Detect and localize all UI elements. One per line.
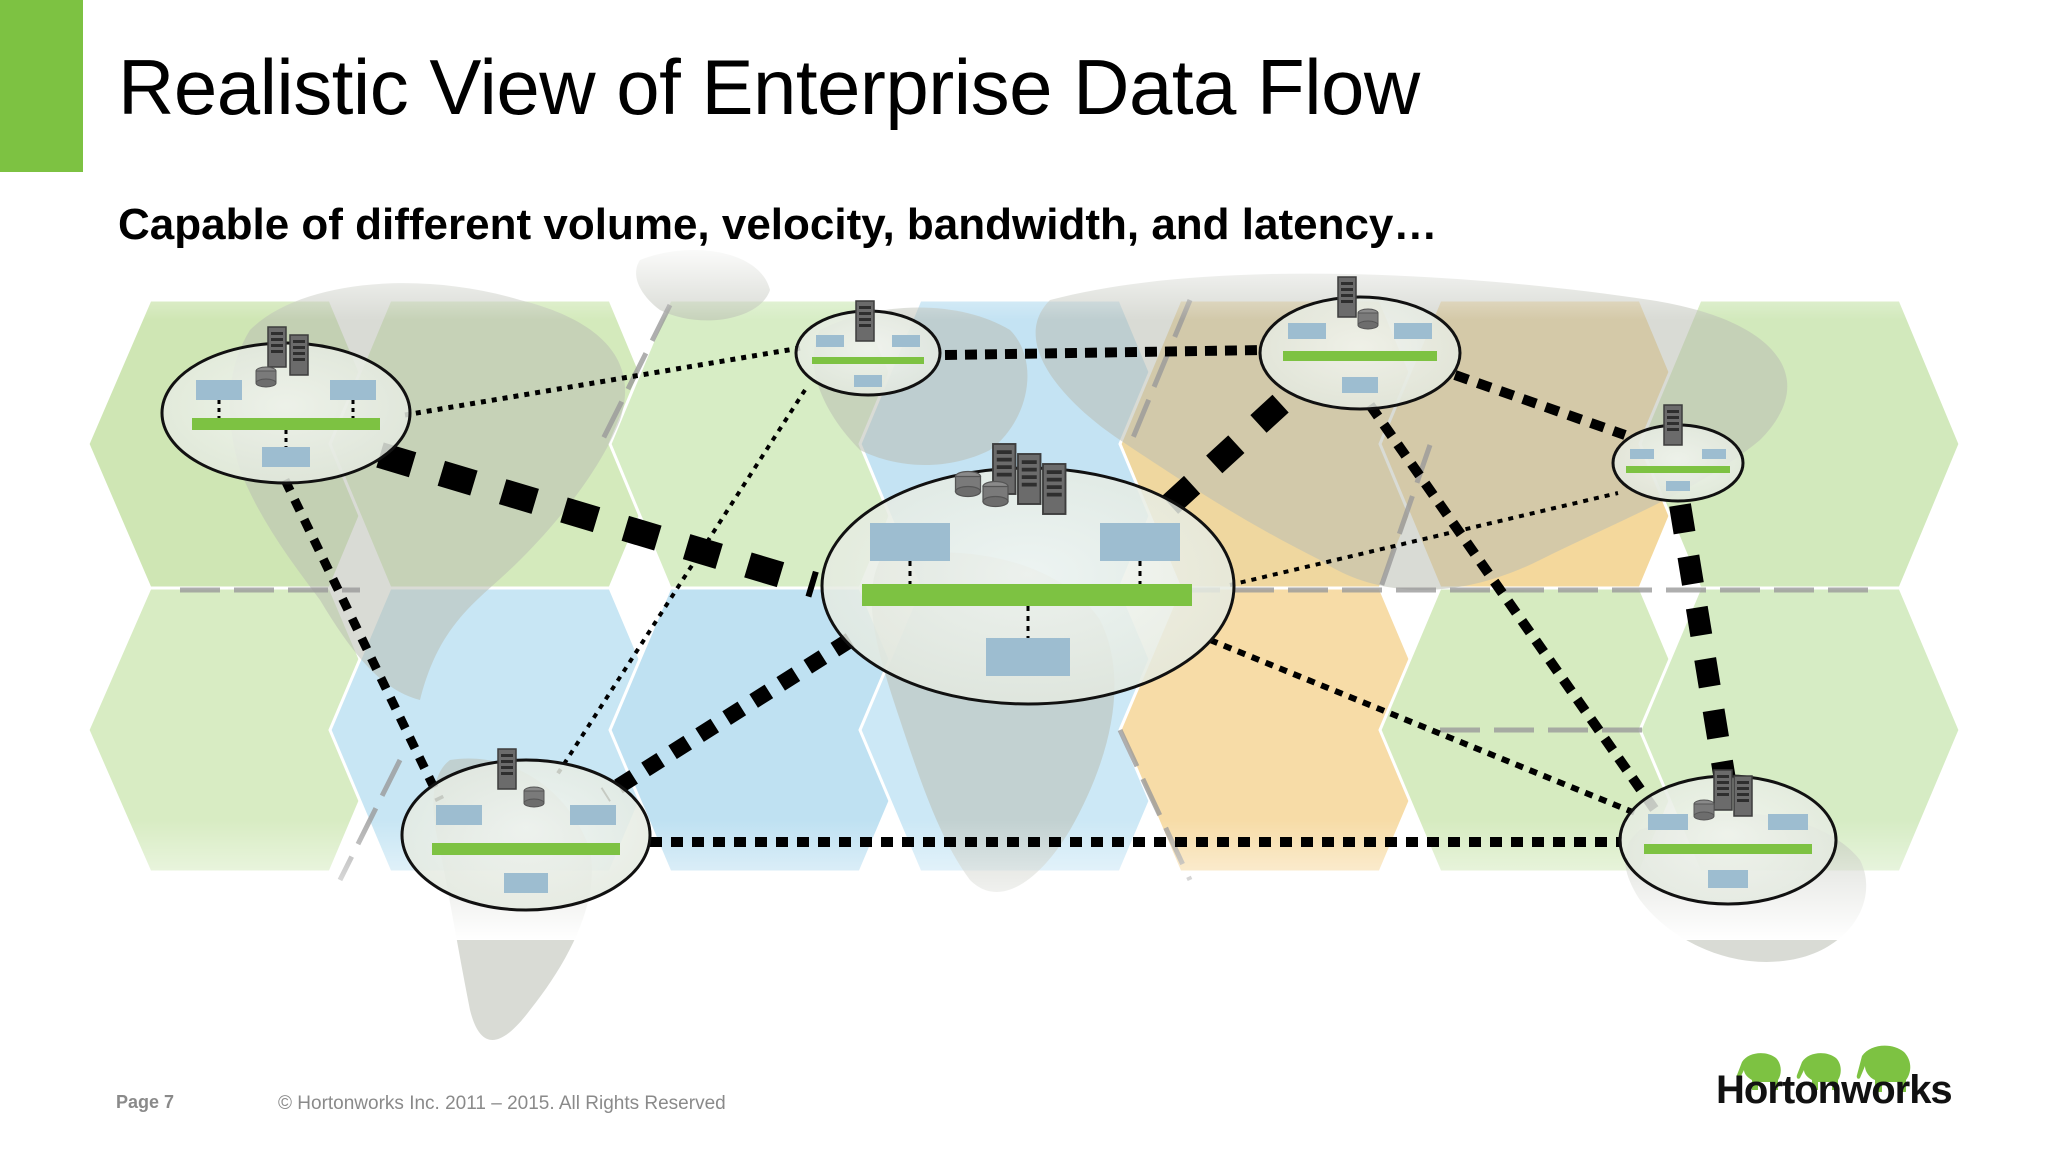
slide-title: Realistic View of Enterprise Data Flow [118,43,1420,131]
hortonworks-elephants-logo [1736,1045,1911,1092]
connections [280,345,1736,847]
link-central-eastasia [1229,491,1619,587]
link-central-southamerica [600,633,855,802]
link-eastasia-australia [1669,503,1736,782]
continent-asia [1035,273,1788,590]
link-northamerica-central [376,442,819,598]
node-australia [1618,769,1838,906]
page-number: Page 7 [116,1092,175,1112]
accent-bar [0,0,83,172]
node-south-america [400,748,652,912]
hortonworks-logo-text: Hortonworks [1716,1068,1953,1112]
link-europe-russia [944,345,1266,360]
node-europe [794,300,942,397]
link-central-australia [1208,637,1642,818]
node-east-asia [1611,404,1745,503]
slide-subtitle: Capable of different volume, velocity, b… [118,200,1438,249]
node-central-hub [820,443,1236,706]
node-north-america [160,326,412,485]
link-russia-australia [1365,402,1660,813]
link-central-russia [1161,386,1299,514]
link-northamerica-europe [404,345,801,418]
link-northamerica-southamerica [280,478,445,802]
node-russia [1258,276,1462,411]
copyright-text: © Hortonworks Inc. 2011 – 2015. All Righ… [278,1093,726,1114]
link-russia-eastasia [1453,370,1627,440]
